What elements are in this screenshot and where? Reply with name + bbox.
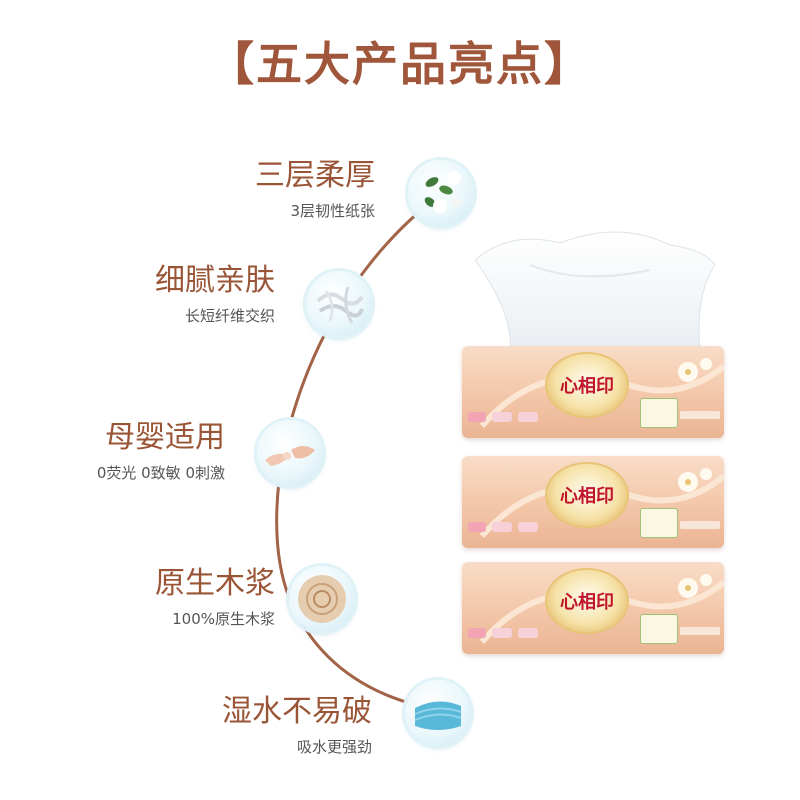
feature-subtitle: 吸水更强劲 bbox=[296, 738, 372, 756]
brand-logo: 心相印 bbox=[547, 354, 627, 416]
feature-subtitle: 3层韧性纸张 bbox=[290, 202, 375, 220]
wood-pulp-icon bbox=[289, 566, 355, 632]
feature-badges bbox=[468, 412, 538, 422]
feature-badges bbox=[468, 628, 538, 638]
flower-icon bbox=[678, 574, 712, 598]
product-tag bbox=[640, 614, 678, 644]
feature-title: 湿水不易破 bbox=[222, 694, 372, 729]
fiber-texture-icon bbox=[306, 271, 372, 337]
mother-baby-hands-icon bbox=[257, 420, 323, 486]
feature-title: 细腻亲肤 bbox=[155, 263, 275, 298]
feature-title: 原生木浆 bbox=[155, 566, 275, 601]
feature-item-3: 母婴适用 0荧光 0致敏 0刺激 bbox=[97, 420, 225, 483]
product-tag bbox=[640, 398, 678, 428]
feature-item-2: 细腻亲肤 长短纤维交织 bbox=[155, 263, 275, 326]
tissue-pack: 心相印 bbox=[462, 456, 724, 548]
feature-item-4: 原生木浆 100%原生木浆 bbox=[155, 566, 275, 629]
brand-logo: 心相印 bbox=[547, 570, 627, 632]
page-title: 【五大产品亮点】 bbox=[208, 37, 592, 91]
feature-badges bbox=[468, 522, 538, 532]
wet-tissue-icon bbox=[405, 680, 471, 746]
feature-title: 母婴适用 bbox=[105, 420, 225, 455]
tissue-pack: 心相印 bbox=[462, 562, 724, 654]
feature-item-1: 三层柔厚 3层韧性纸张 bbox=[255, 158, 375, 221]
tissue-sheet-image bbox=[474, 231, 716, 356]
feature-title: 三层柔厚 bbox=[255, 158, 375, 193]
feature-subtitle: 100%原生木浆 bbox=[172, 610, 275, 628]
flower-icon bbox=[678, 358, 712, 382]
brand-logo: 心相印 bbox=[547, 464, 627, 526]
product-tag bbox=[640, 508, 678, 538]
sheet-count-tag bbox=[680, 521, 720, 529]
sheet-count-tag bbox=[680, 627, 720, 635]
feature-item-5: 湿水不易破 吸水更强劲 bbox=[222, 694, 372, 757]
sheet-count-tag bbox=[680, 411, 720, 419]
tissue-pack: 心相印 bbox=[462, 346, 724, 438]
feature-subtitle: 0荧光 0致敏 0刺激 bbox=[96, 464, 225, 482]
cotton-leaves-icon bbox=[408, 160, 474, 226]
feature-subtitle: 长短纤维交织 bbox=[184, 307, 275, 325]
flower-icon bbox=[678, 468, 712, 492]
